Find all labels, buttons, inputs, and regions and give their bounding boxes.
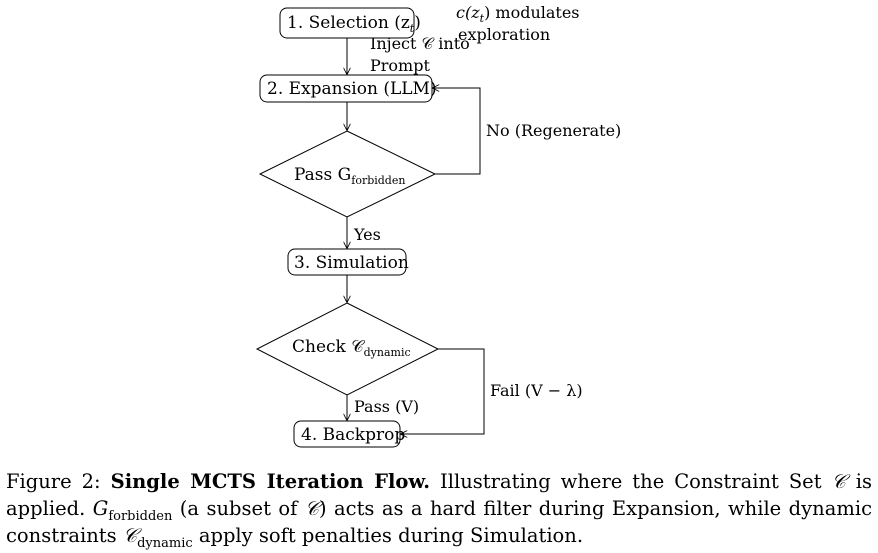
caption-constraint-set-3: 𝒞 bbox=[122, 524, 138, 547]
yes-label: Yes bbox=[353, 225, 381, 244]
caption-g-symbol: G bbox=[92, 497, 109, 520]
caption-constraint-set-2: 𝒞 bbox=[304, 497, 319, 520]
svg-text:1. Selection (zt): 1. Selection (zt) bbox=[287, 13, 421, 35]
figure-caption: Figure 2: Single MCTS Iteration Flow. Il… bbox=[6, 468, 872, 551]
no-regenerate-label: No (Regenerate) bbox=[486, 121, 621, 140]
caption-title: Single MCTS Iteration Flow. bbox=[110, 470, 431, 493]
flowchart: 1. Selection (zt) c(zt) modulates explor… bbox=[255, 3, 621, 448]
svg-text:Prompt: Prompt bbox=[370, 56, 430, 75]
svg-text:exploration: exploration bbox=[458, 25, 550, 44]
backprop-node: 4. Backprop bbox=[293, 420, 405, 448]
caption-text-4: ) acts as a hard filter during Expansion… bbox=[6, 497, 872, 547]
svg-text:Check 𝒞dynamic: Check 𝒞dynamic bbox=[292, 337, 411, 359]
expansion-node: 2. Expansion (LLM) bbox=[259, 74, 437, 103]
caption-prefix: Figure 2: bbox=[6, 470, 111, 493]
arrow-regenerate-loop bbox=[433, 88, 481, 175]
svg-text:2. Expansion (LLM): 2. Expansion (LLM) bbox=[267, 79, 437, 99]
caption-text-5: apply soft penalties during Simulation. bbox=[192, 524, 584, 547]
modulates-exploration-label: c(zt) modulates exploration bbox=[456, 3, 580, 44]
caption-text-2: is applied. bbox=[6, 470, 872, 520]
caption-dynamic-subscript: dynamic bbox=[137, 535, 193, 551]
svg-text:Inject 𝒞 into: Inject 𝒞 into bbox=[370, 34, 470, 53]
caption-g-subscript: forbidden bbox=[108, 508, 173, 524]
svg-text:3. Simulation: 3. Simulation bbox=[294, 253, 409, 273]
simulation-node: 3. Simulation bbox=[287, 248, 409, 276]
arrow-fail-to-backprop bbox=[401, 348, 485, 434]
check-dynamic-decision: Check 𝒞dynamic bbox=[255, 302, 440, 396]
fail-label: Fail (V − λ) bbox=[490, 381, 583, 400]
svg-text:c(zt) modulates: c(zt) modulates bbox=[456, 3, 580, 25]
caption-text-3: (a subset of bbox=[172, 497, 305, 520]
selection-node: 1. Selection (zt) bbox=[279, 7, 421, 39]
pass-v-label: Pass (V) bbox=[354, 397, 419, 416]
caption-constraint-set-1: 𝒞 bbox=[831, 470, 846, 493]
pass-gate-decision: Pass Gforbidden bbox=[258, 130, 437, 218]
svg-text:4. Backprop: 4. Backprop bbox=[301, 425, 405, 445]
svg-text:Pass Gforbidden: Pass Gforbidden bbox=[294, 165, 405, 187]
inject-prompt-label: Inject 𝒞 into Prompt bbox=[370, 34, 470, 75]
caption-text-1: Illustrating where the Constraint Set bbox=[430, 470, 832, 493]
